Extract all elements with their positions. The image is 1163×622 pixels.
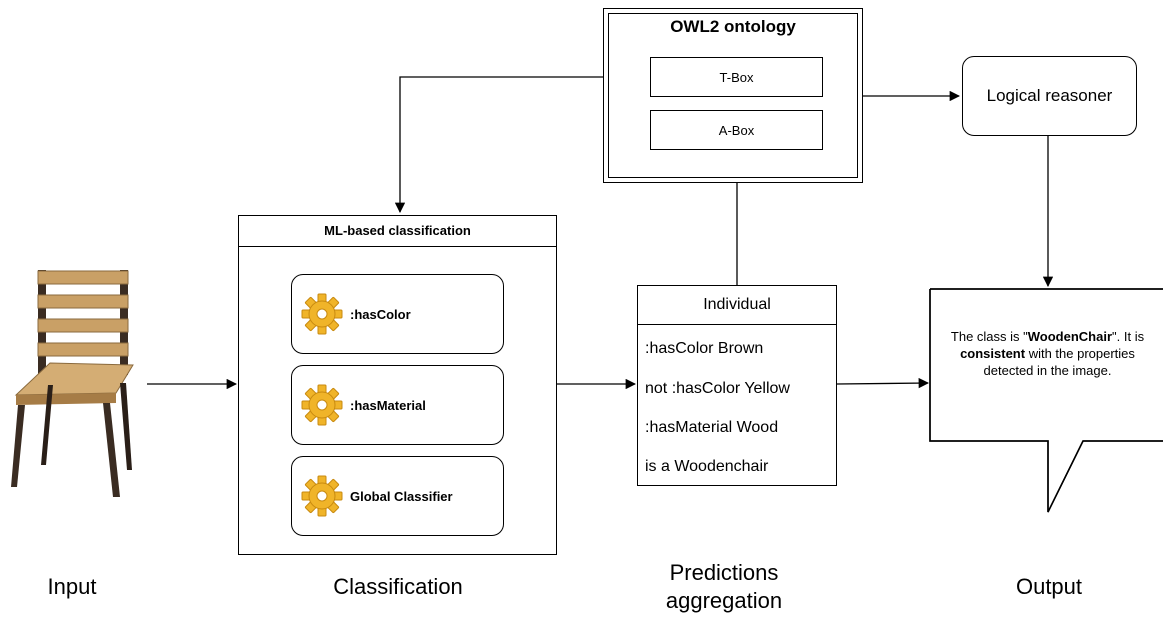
classifier-label: Global Classifier [350,488,453,504]
tbox: T-Box [650,57,823,97]
output-consistency: consistent [960,346,1026,361]
individual-box [637,285,837,486]
output-text-part: with the properties detected in the imag… [983,346,1135,378]
arrow-tbox-to-classification [394,76,650,214]
individual-assertion: not :hasColor Yellow [645,380,790,397]
caption-input: Input [47,574,97,599]
individual-title: Individual [637,285,837,325]
individual-assertion: is a Woodenchair [645,458,769,475]
caption-aggregation: Predictions aggregation [640,559,808,615]
output-text-part: The class is " [950,329,1028,344]
output-text-part: ". It is [1112,329,1145,344]
output-class-name: WoodenChair [1027,329,1113,344]
individual-assertion: :hasMaterial Wood [645,419,779,436]
chair-image [11,270,134,497]
caption-output: Output [1015,574,1083,599]
abox: A-Box [650,110,823,150]
caption-classification: Classification [333,574,463,599]
caption-aggregation-line: aggregation [665,588,783,613]
gear-icon [301,475,343,517]
caption-aggregation-line: Predictions [669,560,779,585]
logical-reasoner: Logical reasoner [962,56,1137,136]
classification-title: ML-based classification [238,215,557,247]
arrow-individual-to-output [836,377,930,389]
classifier-label: :hasMaterial [350,397,426,413]
classifier-label: :hasColor [350,306,411,322]
classifier-has-material: :hasMaterial [291,365,504,445]
output-message: The class is "WoodenChair". It is consis… [940,328,1155,379]
gear-icon [301,384,343,426]
ontology-title: OWL2 ontology [670,17,796,36]
individual-assertion: :hasColor Brown [645,340,764,357]
classifier-global: Global Classifier [291,456,504,536]
ontology-inner-frame [608,13,858,178]
classifier-has-color: :hasColor [291,274,504,354]
gear-icon [301,293,343,335]
